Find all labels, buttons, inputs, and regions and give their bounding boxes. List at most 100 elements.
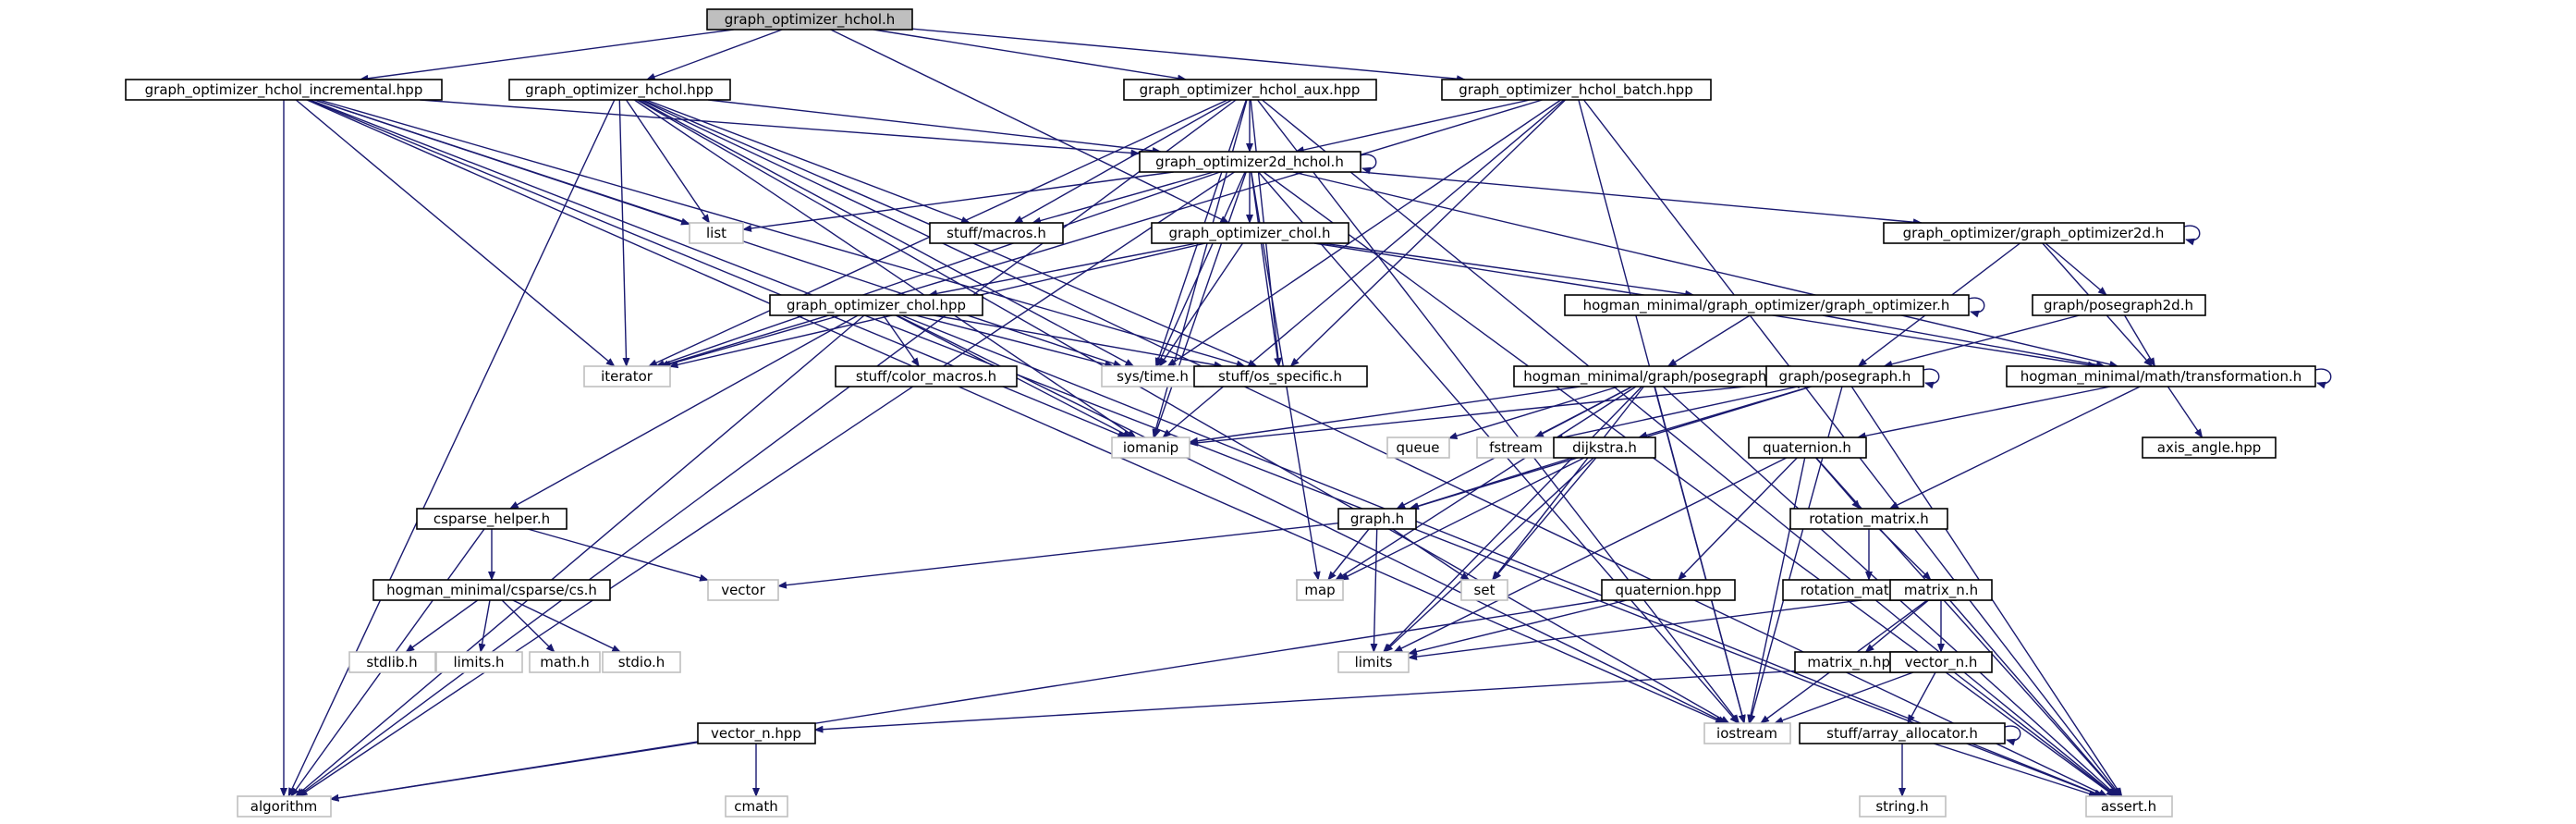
edge-chol-to-systime bbox=[1158, 242, 1244, 367]
edge-vecn-to-arralloc bbox=[1907, 671, 1936, 724]
graph-node-dijk[interactable]: dijkstra.h bbox=[1553, 437, 1656, 459]
nodes-layer: graph_optimizer_hchol.h graph_optimizer_h… bbox=[125, 8, 2316, 818]
node-box bbox=[1337, 651, 1410, 673]
graph-node-go2dh[interactable]: graph_optimizer2d_hchol.h bbox=[1139, 151, 1361, 173]
node-box bbox=[529, 651, 601, 673]
node-label: csparse_helper.h bbox=[433, 510, 550, 528]
graph-node-root[interactable]: graph_optimizer_hchol.h bbox=[706, 8, 913, 31]
graph-node-macros[interactable]: stuff/macros.h bbox=[929, 222, 1064, 244]
edge-root-to-batch bbox=[911, 28, 1466, 83]
graph-node-graphh[interactable]: graph.h bbox=[1337, 508, 1417, 530]
edge-vecn-to-iostream bbox=[1774, 671, 1914, 724]
node-box bbox=[725, 795, 788, 818]
graph-node-limitsh: limits.h bbox=[435, 651, 523, 673]
graph-node-algorithm: algorithm bbox=[237, 795, 332, 818]
graph-node-set: set bbox=[1460, 579, 1508, 601]
node-label: hogman_minimal/graph/posegraph.h bbox=[1523, 368, 1779, 386]
graph-node-cshelp[interactable]: csparse_helper.h bbox=[416, 508, 568, 530]
edge-hmgo-to-hmtr bbox=[1822, 314, 2106, 369]
graph-node-hmgo[interactable]: hogman_minimal/graph_optimizer/graph_opt… bbox=[1564, 294, 1970, 316]
edge-cholhpp-to-cshelp bbox=[508, 314, 859, 510]
edge-hpp-to-list bbox=[625, 99, 711, 224]
node-box bbox=[769, 294, 983, 316]
graph-node-iostream: iostream bbox=[1703, 722, 1791, 744]
edge-inc-to-iterator bbox=[295, 99, 616, 367]
edge-aux-to-asserth bbox=[1262, 99, 2118, 797]
edge-dijk-to-limits bbox=[1384, 457, 1594, 653]
graph-node-go2d[interactable]: graph_optimizer/graph_optimizer2d.h bbox=[1883, 222, 2185, 244]
node-label: hogman_minimal/math/transformation.h bbox=[2021, 368, 2301, 386]
graph-node-matnhpp[interactable]: matrix_n.hpp bbox=[1794, 651, 1913, 673]
node-box bbox=[237, 795, 332, 818]
graph-node-fstream: fstream bbox=[1476, 437, 1556, 459]
edge-go2dh-to-ossp bbox=[1250, 171, 1282, 367]
graph-node-vecnhpp[interactable]: vector_n.hpp bbox=[697, 722, 816, 744]
node-box bbox=[1799, 722, 2006, 744]
node-box bbox=[416, 508, 568, 530]
edge-cholhpp-to-ossp bbox=[934, 314, 1224, 369]
node-box bbox=[835, 365, 1018, 387]
node-box bbox=[1386, 437, 1450, 459]
graph-node-inc[interactable]: graph_optimizer_hchol_incremental.hpp bbox=[125, 79, 443, 101]
node-box bbox=[1151, 222, 1349, 244]
edge-go2dh-to-go2d bbox=[1360, 171, 1923, 227]
graph-node-rotm[interactable]: rotation_matrix.h bbox=[1789, 508, 1948, 530]
graph-node-hmcs[interactable]: hogman_minimal/csparse/cs.h bbox=[372, 579, 611, 601]
node-box bbox=[1193, 365, 1368, 387]
graph-node-ossp[interactable]: stuff/os_specific.h bbox=[1193, 365, 1368, 387]
node-label: math.h bbox=[540, 654, 589, 670]
node-box bbox=[1564, 294, 1970, 316]
graph-node-axang[interactable]: axis_angle.hpp bbox=[2142, 437, 2277, 459]
graph-node-vecn[interactable]: vector_n.h bbox=[1889, 651, 1993, 673]
graph-node-cholhpp[interactable]: graph_optimizer_chol.hpp bbox=[769, 294, 983, 316]
edge-graphh-to-set bbox=[1392, 528, 1471, 581]
node-box bbox=[2006, 365, 2316, 387]
graph-node-colmac[interactable]: stuff/color_macros.h bbox=[835, 365, 1018, 387]
edge-hpp-to-systime bbox=[638, 99, 1135, 367]
graph-node-pgh[interactable]: graph/posegraph.h bbox=[1765, 365, 1924, 387]
edge-cholhpp-to-systime bbox=[915, 314, 1115, 368]
edge-graphh-to-limits bbox=[1370, 528, 1378, 653]
graph-node-batch[interactable]: graph_optimizer_hchol_batch.hpp bbox=[1441, 79, 1712, 101]
edge-cholhpp-to-colmac bbox=[883, 314, 920, 367]
edge-hmpg-to-limits bbox=[1383, 386, 1642, 653]
edge-hmtr-to-rotm bbox=[1888, 386, 2141, 510]
graph-node-hmpg[interactable]: hogman_minimal/graph/posegraph.h bbox=[1513, 365, 1791, 387]
edge-cshelp-to-vector bbox=[527, 528, 709, 582]
edge-go2dh-to-asserth bbox=[1263, 171, 2116, 797]
node-box bbox=[435, 651, 523, 673]
edge-dijk-to-graphh bbox=[1409, 457, 1573, 510]
node-box bbox=[1111, 437, 1190, 459]
edge-hmpg-to-queue bbox=[1447, 386, 1619, 440]
graph-node-hmtr[interactable]: hogman_minimal/math/transformation.h bbox=[2006, 365, 2316, 387]
edge-go2d-to-go2d bbox=[2183, 225, 2201, 246]
edge-root-to-chol bbox=[830, 29, 1230, 224]
node-label: vector_n.h bbox=[1905, 654, 1978, 671]
node-label: vector_n.hpp bbox=[711, 725, 801, 743]
graph-node-qhpp[interactable]: quaternion.hpp bbox=[1601, 579, 1736, 601]
node-label: vector bbox=[721, 582, 765, 598]
edge-batch-to-iterator bbox=[659, 99, 1543, 368]
node-box bbox=[1883, 222, 2185, 244]
edge-chol-to-hmgo bbox=[1322, 242, 1695, 298]
graph-node-hpp[interactable]: graph_optimizer_hchol.hpp bbox=[508, 79, 731, 101]
graph-node-matn[interactable]: matrix_n.h bbox=[1889, 579, 1993, 601]
node-label: limits bbox=[1355, 654, 1393, 670]
graph-node-map: map bbox=[1296, 579, 1344, 601]
node-label: dijkstra.h bbox=[1572, 439, 1637, 456]
edge-hmpg-to-map bbox=[1335, 386, 1637, 581]
node-box bbox=[707, 579, 779, 601]
graph-node-pg2d[interactable]: graph/posegraph2d.h bbox=[2032, 294, 2206, 316]
graph-node-quat[interactable]: quaternion.h bbox=[1748, 437, 1867, 459]
edge-dijk-to-map bbox=[1339, 457, 1585, 581]
edge-hmtr-to-axang bbox=[2167, 386, 2204, 438]
edge-dijk-to-set bbox=[1492, 457, 1597, 581]
graph-node-cmath: cmath bbox=[725, 795, 788, 818]
node-label: axis_angle.hpp bbox=[2157, 439, 2262, 457]
graph-node-aux[interactable]: graph_optimizer_hchol_aux.hpp bbox=[1123, 79, 1377, 101]
graph-node-arralloc[interactable]: stuff/array_allocator.h bbox=[1799, 722, 2006, 744]
graph-node-chol[interactable]: graph_optimizer_chol.h bbox=[1151, 222, 1349, 244]
edge-hmcs-to-limitsh bbox=[478, 599, 491, 653]
node-label: graph_optimizer_hchol.hpp bbox=[525, 81, 714, 99]
